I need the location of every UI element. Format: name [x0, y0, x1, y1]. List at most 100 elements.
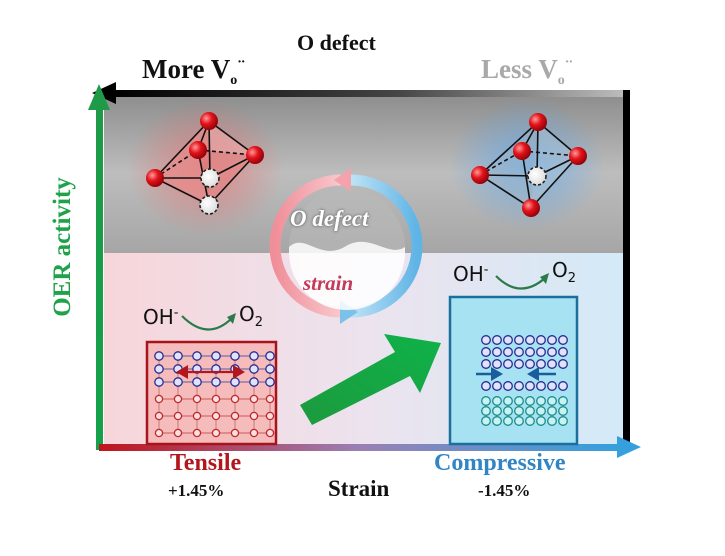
product-left: O2 [239, 302, 264, 330]
cycle-label-strain: strain [303, 271, 354, 295]
lattice-atom-red [154, 428, 164, 438]
lattice-atom-red [192, 428, 202, 438]
lattice-atom-red [249, 394, 259, 404]
lattice-atom-teal [547, 416, 557, 426]
octahedron-less-vacancies [449, 99, 605, 231]
lattice-atom-teal [558, 396, 568, 406]
lattice-atom-teal [481, 406, 491, 416]
lattice-atom-blue [481, 381, 491, 391]
lattice-atom-blue [514, 335, 524, 345]
y-axis-label: OER activity [49, 177, 76, 317]
lattice-atom-blue [154, 377, 164, 387]
lattice-atom-teal [492, 416, 502, 426]
lattice-atom-blue [154, 364, 164, 374]
lattice-atom-teal [536, 406, 546, 416]
lattice-atom-red [211, 411, 221, 421]
x-axis-label: Strain [328, 476, 390, 501]
tensile-lattice [145, 340, 278, 446]
lattice-atom-blue [547, 359, 557, 369]
lattice-atom-blue [525, 347, 535, 357]
lattice-atom-teal [481, 396, 491, 406]
defect-strain-cycle [269, 168, 423, 324]
reactant-right: OH- [453, 262, 489, 286]
lattice-atom-teal [492, 406, 502, 416]
lattice-atom-teal [503, 406, 513, 416]
lattice-atom-teal [514, 396, 524, 406]
cycle-label-o-defect: O defect [290, 206, 369, 231]
tensile-arrow-right [233, 365, 245, 379]
lattice-atom-red [265, 394, 275, 404]
lattice-atom-teal [503, 416, 513, 426]
tensile-arrow-left [176, 365, 188, 379]
lattice-atom-teal [536, 416, 546, 426]
lattice-atom-blue [514, 347, 524, 357]
lattice-atom-blue [492, 335, 502, 345]
oer-activity-axis [88, 84, 110, 450]
lattice-atom-blue [503, 381, 513, 391]
compressive-label: Compressive [434, 450, 566, 476]
lattice-atom-red [211, 394, 221, 404]
lattice-atom-blue [547, 381, 557, 391]
lattice-atom-blue [536, 347, 546, 357]
lattice-atom-blue [211, 377, 221, 387]
octahedron-more-vacancies [127, 100, 283, 236]
lattice-atom-teal [525, 416, 535, 426]
reaction-arrowhead-left [227, 313, 236, 324]
lattice-atom-teal [536, 396, 546, 406]
lattice-atom-red [192, 394, 202, 404]
lattice-atom-teal [558, 406, 568, 416]
lattice-atom-blue [547, 335, 557, 345]
lattice-atom-blue [492, 381, 502, 391]
more-vacancy-label: More Vo·· [142, 54, 246, 88]
lattice-atom-red [192, 411, 202, 421]
lattice-atom-blue [192, 351, 202, 361]
o-defect-axis [92, 82, 630, 447]
lattice-atom-blue [230, 351, 240, 361]
lattice-atom-blue [265, 377, 275, 387]
lattice-atom-blue [481, 347, 491, 357]
lattice-atom-blue [536, 359, 546, 369]
diagram-title: O defect [297, 30, 376, 55]
lattice-atom-teal [492, 396, 502, 406]
lattice-atom-teal [525, 406, 535, 416]
lattice-atom-red [211, 428, 221, 438]
tensile-strain-value: +1.45% [168, 481, 225, 500]
lattice-atom-teal [558, 416, 568, 426]
cycle-arrowhead-top [334, 168, 351, 192]
lattice-atom-blue [265, 364, 275, 374]
lattice-atom-blue [211, 351, 221, 361]
lattice-atom-teal [503, 396, 513, 406]
lattice-atom-teal [547, 396, 557, 406]
lattice-atom-red [265, 411, 275, 421]
lattice-atom-red [173, 394, 183, 404]
lattice-atom-red [230, 411, 240, 421]
lattice-atom-red [249, 411, 259, 421]
lattice-atom-blue [249, 377, 259, 387]
tensile-label: Tensile [170, 450, 242, 476]
lattice-atom-blue [265, 351, 275, 361]
lattice-atom-red [173, 411, 183, 421]
lattice-atom-blue [514, 381, 524, 391]
lattice-atom-blue [173, 377, 183, 387]
lattice-atom-blue [503, 347, 513, 357]
lattice-atom-red [265, 428, 275, 438]
lattice-atom-blue [503, 359, 513, 369]
lattice-atom-blue [536, 335, 546, 345]
lattice-atom-blue [558, 347, 568, 357]
lattice-atom-blue [525, 381, 535, 391]
lattice-atom-teal [514, 406, 524, 416]
lattice-atom-teal [514, 416, 524, 426]
lattice-atom-blue [192, 377, 202, 387]
lattice-atom-red [230, 394, 240, 404]
lattice-atom-teal [481, 416, 491, 426]
compressive-lattice [448, 295, 579, 446]
lattice-atom-red [173, 428, 183, 438]
lattice-atom-blue [249, 351, 259, 361]
strain-axis [99, 436, 641, 458]
reaction-arc-right [495, 275, 546, 290]
lattice-atom-blue [230, 377, 240, 387]
lattice-atom-blue [503, 335, 513, 345]
lattice-atom-blue [558, 381, 568, 391]
lattice-atom-blue [249, 364, 259, 374]
